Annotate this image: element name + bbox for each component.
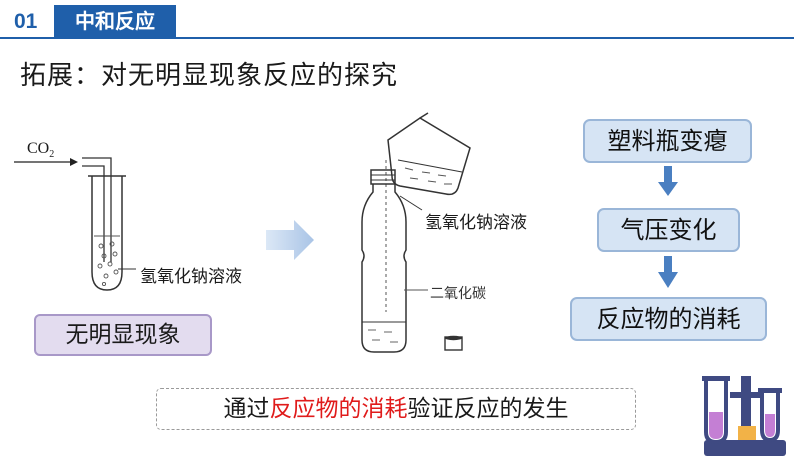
solution-pointer-right <box>399 195 423 211</box>
carbon-dioxide-label: 二氧化碳 <box>430 286 486 302</box>
conclusion-suffix: 验证反应的发生 <box>407 396 569 422</box>
flow-step-reactant-consumption: 反应物的消耗 <box>570 297 767 341</box>
flow-step-pressure-change: 气压变化 <box>597 208 740 252</box>
flow-arrow-1 <box>658 166 678 196</box>
co2-label: CO2 <box>27 140 55 161</box>
flow-arrow-2 <box>658 256 678 288</box>
section-number: 01 <box>14 10 38 33</box>
naoh-solution-label-right: 氢氧化钠溶液 <box>425 213 527 233</box>
bottle-cap <box>444 335 463 351</box>
conclusion-highlight: 反应物的消耗 <box>269 396 408 422</box>
conclusion-prefix: 通过 <box>223 396 270 422</box>
lab-equipment-icon <box>702 376 786 456</box>
beaker <box>387 112 471 196</box>
delivery-tube <box>82 157 112 262</box>
test-tube <box>88 175 126 291</box>
conclusion-box: 通过反应物的消耗验证反应的发生 <box>156 388 636 430</box>
page-title: 拓展：对无明显现象反应的探究 <box>20 61 399 91</box>
no-phenomenon-label: 无明显现象 <box>34 314 212 356</box>
section-title-tab: 中和反应 <box>54 5 176 37</box>
naoh-solution-label-left: 氢氧化钠溶液 <box>140 267 242 287</box>
flow-step-bottle-deformed: 塑料瓶变瘪 <box>583 119 752 163</box>
plastic-bottle <box>361 169 407 353</box>
co2-inlet-arrow <box>14 158 78 166</box>
header-divider <box>0 37 794 39</box>
transition-arrow <box>266 220 314 260</box>
